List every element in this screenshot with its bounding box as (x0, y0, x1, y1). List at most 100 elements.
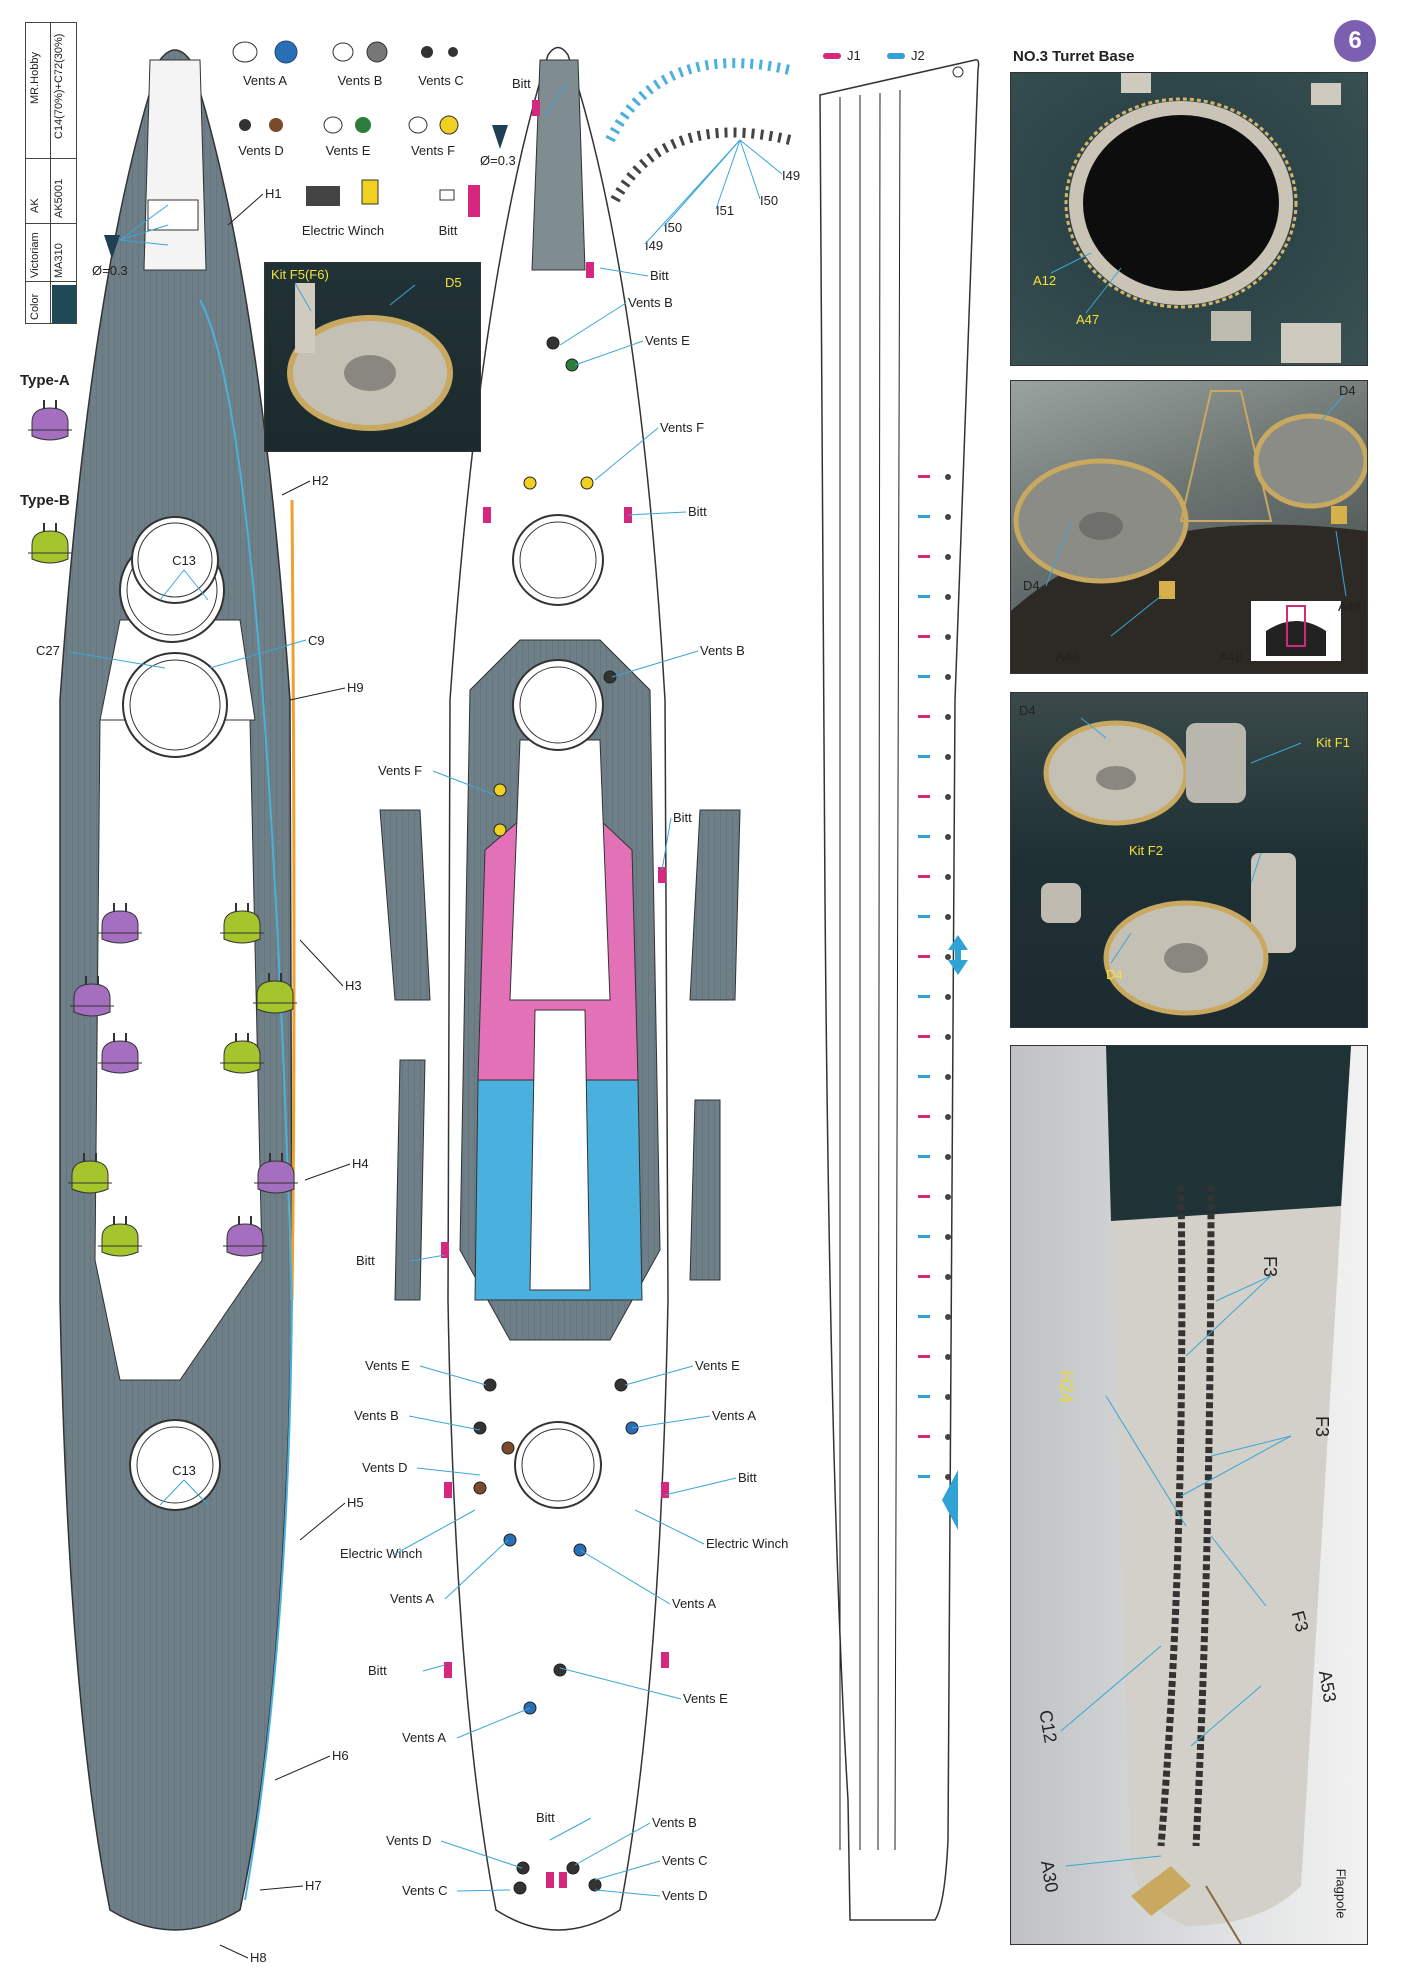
secondary-turret-icon (98, 1216, 142, 1257)
j2-marker (918, 1395, 930, 1398)
photo-turret-railing: D4 D4 A48 A48 A48 (1010, 380, 1368, 674)
j2-marker (918, 515, 930, 518)
j1-marker (918, 795, 930, 798)
secondary-turret-icon (68, 1153, 112, 1194)
part-h4: H4 (352, 1156, 369, 1171)
middle-hull (379, 46, 741, 1931)
mid-winch-1: Electric Winch (340, 1546, 422, 1561)
color-swatch (52, 285, 76, 323)
secondary-turret-icon (253, 973, 297, 1014)
type-a-icon (28, 400, 72, 441)
mid-vents-f-1: Vents F (660, 420, 704, 435)
part-h3: H3 (345, 978, 362, 993)
j1-marker (918, 475, 930, 478)
type-b-icon (28, 523, 72, 564)
j2-marker (918, 755, 930, 758)
mid-bitt-1: Bitt (512, 76, 531, 91)
vent-marker (501, 1441, 515, 1455)
part-c13-b: C13 (172, 1463, 196, 1478)
part-h5: H5 (347, 1495, 364, 1510)
mid-vents-a-4: Vents A (402, 1730, 446, 1745)
secondary-turret-icon (223, 1216, 267, 1257)
vent-marker (553, 1663, 567, 1677)
vent-marker (503, 1533, 517, 1547)
bitt-marker (483, 507, 491, 523)
j2-marker (918, 595, 930, 598)
j2-marker (918, 995, 930, 998)
legend-j1-swatch (823, 52, 841, 59)
type-b-label: Type-B (20, 492, 70, 509)
j1-marker (918, 955, 930, 958)
vent-marker (603, 670, 617, 684)
legend-vents-d: Vents D (238, 143, 284, 158)
mid-vents-e-2: Vents E (365, 1358, 410, 1373)
photo-turret-base-art (1050, 73, 1341, 363)
legend-j2: J2 (887, 48, 925, 63)
label-d4-d: D4 (1106, 967, 1123, 982)
type-a-label: Type-A (20, 372, 70, 389)
j2-marker (918, 835, 930, 838)
label-a48-c: A48 (1219, 649, 1243, 664)
label-a12: A12 (1033, 273, 1057, 288)
mid-vents-b-2: Vents B (700, 643, 745, 658)
secondary-turret-icon (254, 1153, 298, 1194)
diameter-note-left: Ø=0.3 (92, 263, 128, 278)
vent-marker (473, 1481, 487, 1495)
mid-bitt-7: Bitt (368, 1663, 387, 1678)
part-c13-a: C13 (172, 553, 196, 568)
j1-marker (918, 1355, 930, 1358)
mid-vents-b-4: Vents B (652, 1815, 697, 1830)
vent-marker (588, 1878, 602, 1892)
j1-marker (918, 1435, 930, 1438)
j2-marker (918, 1075, 930, 1078)
legend-vents-f: Vents F (411, 143, 455, 158)
vent-marker (580, 476, 594, 490)
mid-bitt-8: Bitt (536, 1810, 555, 1825)
legend-j1: J1 (823, 48, 861, 63)
photo-bow-chains: F3 F3 F3 H24 C12 A53 A30 Flagpole (1010, 1045, 1368, 1945)
part-h9: H9 (347, 680, 364, 695)
vent-marker (483, 1378, 497, 1392)
mid-vents-b-3: Vents B (354, 1408, 399, 1423)
part-c9: C9 (308, 633, 325, 648)
mid-vents-c-1: Vents C (662, 1853, 708, 1868)
photo-turret-kit-art (1041, 717, 1302, 1016)
label-d4-c: D4 (1019, 703, 1036, 718)
j1-marker (918, 1115, 930, 1118)
j1-marker (918, 1195, 930, 1198)
part-i51: I51 (716, 203, 734, 218)
bitt-marker (586, 262, 594, 278)
photo-kit-f5-inset: Kit F5(F6) D5 (264, 262, 481, 452)
bitt-marker (661, 1482, 669, 1498)
bitt-marker (532, 100, 540, 116)
part-i50: I50 (664, 220, 682, 235)
secondary-turret-icon (70, 976, 114, 1017)
mid-winch-2: Electric Winch (706, 1536, 788, 1551)
paint-table: MR.Hobby C14(70%)+C72(30%) AK AK5001 Vic… (25, 22, 77, 324)
j1-marker (918, 1035, 930, 1038)
bitt-marker (444, 1662, 452, 1678)
photo-kit-f5-art (287, 282, 453, 431)
secondary-turret-icon (220, 903, 264, 944)
legend-j2-swatch (887, 52, 905, 59)
bitt-marker (546, 1872, 554, 1888)
mid-vents-d-2: Vents D (386, 1833, 432, 1848)
vent-marker (614, 1378, 628, 1392)
part-h8: H8 (250, 1950, 267, 1965)
vent-marker (546, 336, 560, 350)
side-profile (819, 58, 980, 1921)
label-kit-f1: Kit F1 (1316, 735, 1350, 750)
j2-marker (918, 675, 930, 678)
legend-vents-a: Vents A (243, 73, 287, 88)
j2-marker (918, 1475, 930, 1478)
j2-marker (918, 1235, 930, 1238)
vent-marker (473, 1421, 487, 1435)
secondary-turret-icon (98, 903, 142, 944)
mid-vents-f-2: Vents F (378, 763, 422, 778)
label-kit-f2: Kit F2 (1129, 843, 1163, 858)
part-i49: I49 (645, 238, 663, 253)
mid-vents-d-1: Vents D (362, 1460, 408, 1475)
vent-marker (523, 476, 537, 490)
vent-marker (513, 1881, 527, 1895)
